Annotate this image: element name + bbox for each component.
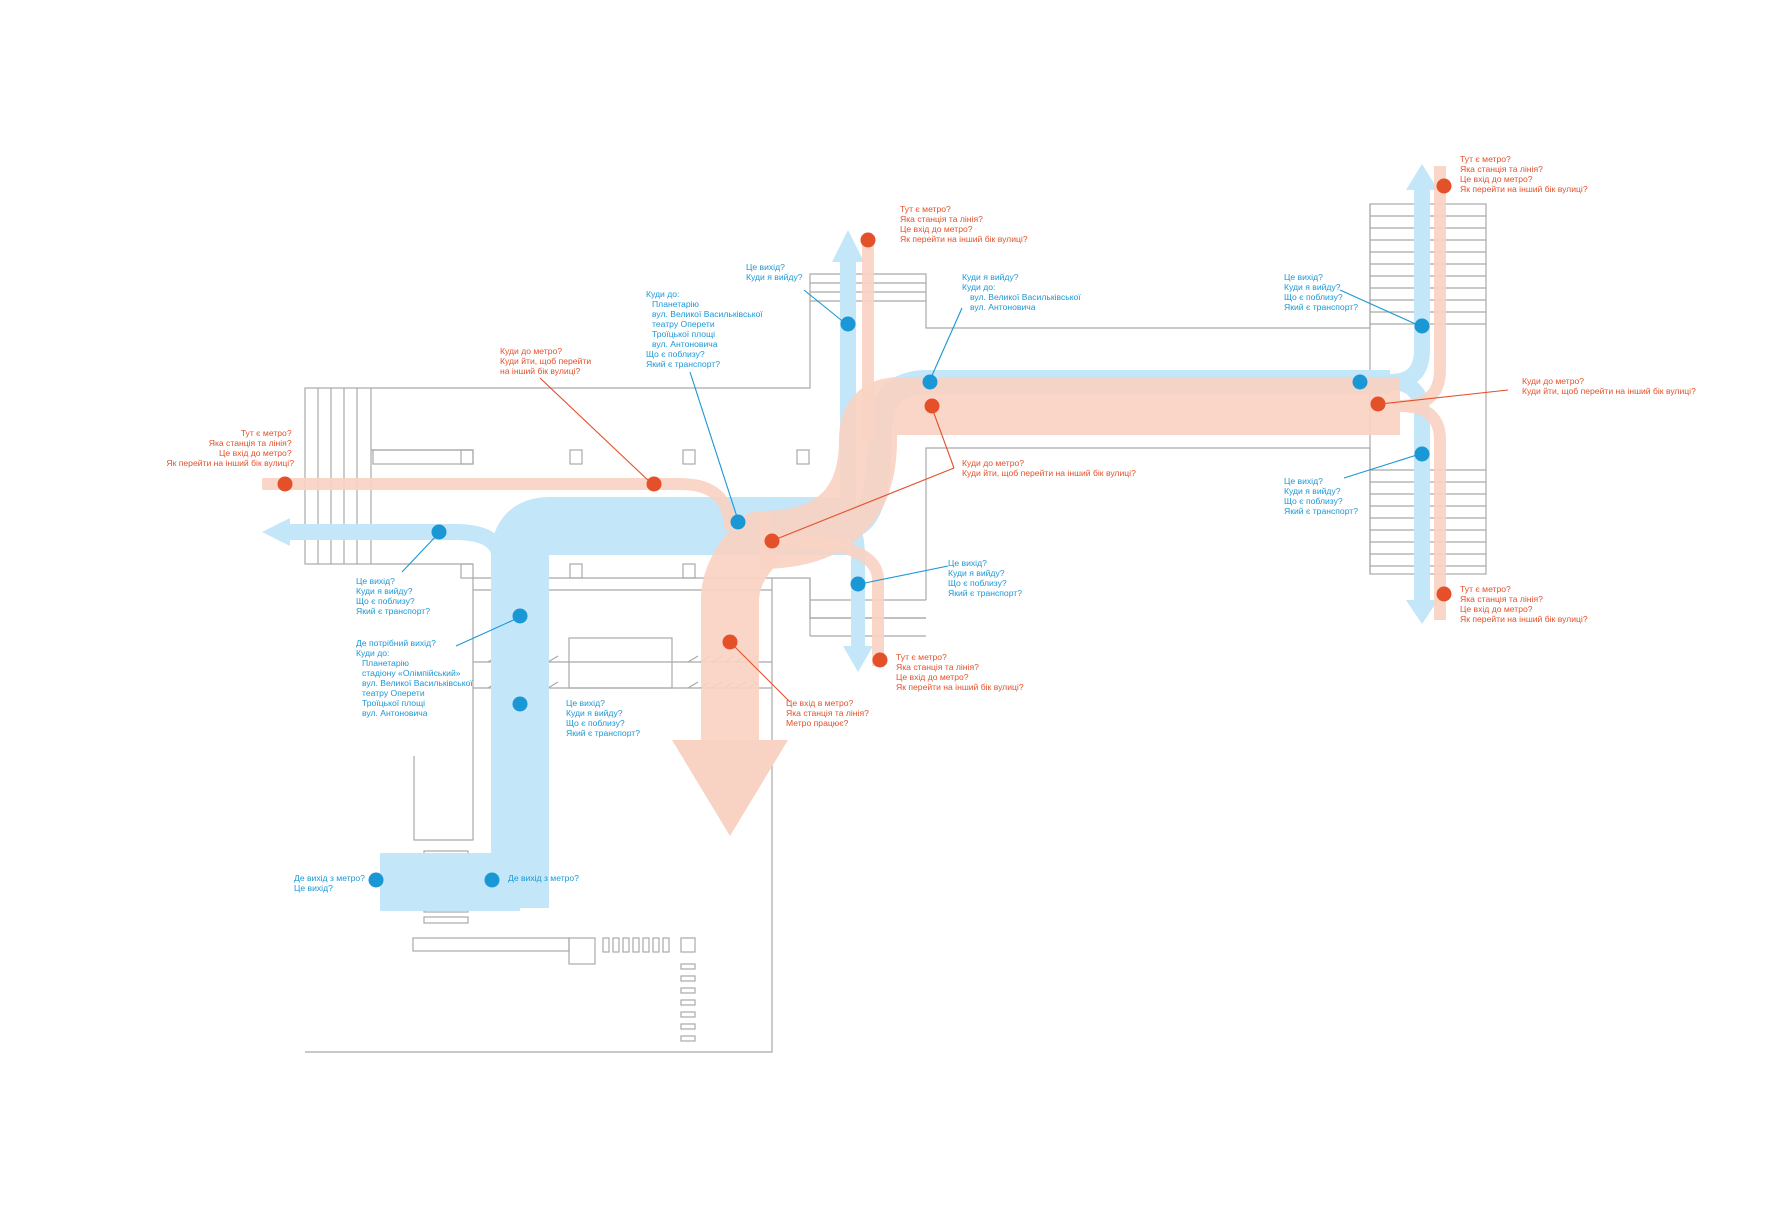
floor-plan bbox=[304, 203, 1487, 1053]
marker-dot-orange-kudy-left bbox=[646, 476, 662, 492]
marker-dot-blue-mid-right-exit bbox=[850, 576, 866, 592]
marker-dot-blue-center-exit bbox=[512, 696, 528, 712]
callout-bottom-right: Тут є метро? Яка станція та лінія? Це вх… bbox=[1460, 584, 1588, 624]
entry-question-markers bbox=[277, 178, 1509, 703]
exit-question-markers bbox=[368, 289, 1430, 888]
marker-dot-blue-right-upper bbox=[1414, 318, 1430, 334]
callout-kudy-do-left: Куди до: Планетарію вул. Великої Васильк… bbox=[646, 289, 765, 369]
callout-labels: Це вихід? Куди я вийду? Куди до: Планета… bbox=[166, 154, 1696, 893]
callout-top-exit: Це вихід? Куди я вийду? bbox=[746, 262, 803, 282]
callout-left-entry: Тут є метро? Яка станція та лінія? Це вх… bbox=[166, 428, 294, 468]
marker-dot-orange-kudy-right bbox=[1370, 396, 1386, 412]
callout-kudy-metro-left: Куди до метро? Куди йти, щоб перейти на … bbox=[500, 346, 594, 376]
callout-kudy-metro-center: Куди до метро? Куди йти, щоб перейти на … bbox=[962, 458, 1136, 478]
marker-dot-blue-right-lower bbox=[1414, 446, 1430, 462]
callout-metro-exit-left: Де вихід з метро? Це вихід? bbox=[294, 873, 367, 893]
marker-dot-orange-metro-works bbox=[722, 634, 738, 650]
marker-dot-orange-top-center bbox=[860, 232, 876, 248]
marker-dot-orange-center bbox=[764, 533, 780, 549]
callout-left-exit: Це вихід? Куди я вийду? Що є поблизу? Як… bbox=[356, 576, 430, 616]
callout-metro-exit-right: Де вихід з метро? bbox=[508, 873, 579, 883]
callout-center-exit: Це вихід? Куди я вийду? Що є поблизу? Як… bbox=[566, 698, 640, 738]
marker-dot-orange-left-entry bbox=[277, 476, 293, 492]
marker-dot-blue-top-exit bbox=[840, 316, 856, 332]
marker-dot-blue-corridor bbox=[922, 374, 938, 390]
marker-dot-orange-bottom-center bbox=[872, 652, 888, 668]
callout-top-center: Тут є метро? Яка станція та лінія? Це вх… bbox=[900, 204, 1028, 244]
callout-right-upper: Це вихід? Куди я вийду? Що є поблизу? Як… bbox=[1284, 272, 1358, 312]
marker-dot-orange-top-right bbox=[1436, 178, 1452, 194]
marker-dot-blue-corridor-right bbox=[1352, 374, 1368, 390]
marker-dot-orange-corridor bbox=[924, 398, 940, 414]
marker-dot-blue-left-exit bbox=[431, 524, 447, 540]
marker-dot-orange-bottom-right bbox=[1436, 586, 1452, 602]
callout-top-right: Тут є метро? Яка станція та лінія? Це вх… bbox=[1460, 154, 1588, 194]
callout-needed-exit: Де потрібний вихід? Куди до: Планетарію … bbox=[356, 638, 475, 718]
callout-mid-right-exit: Це вихід? Куди я вийду? Що є поблизу? Як… bbox=[948, 558, 1022, 598]
entry-flows-orange bbox=[262, 166, 1446, 836]
marker-dot-blue-needed-exit bbox=[512, 608, 528, 624]
callout-kudy-metro-right: Куди до метро? Куди йти, щоб перейти на … bbox=[1522, 376, 1696, 396]
callout-bottom-center: Тут є метро? Яка станція та лінія? Це вх… bbox=[896, 652, 1024, 692]
marker-dot-blue-center bbox=[730, 514, 746, 530]
marker-dot-blue-metro-exit-left bbox=[368, 872, 384, 888]
callout-right-lower: Це вихід? Куди я вийду? Що є поблизу? Як… bbox=[1284, 476, 1358, 516]
marker-dot-blue-metro-exit-right bbox=[484, 872, 500, 888]
callout-metro-works: Це вхід в метро? Яка станція та лінія? М… bbox=[786, 698, 871, 728]
callout-kudy-do-right: Куди я вийду? Куди до: вул. Великої Васи… bbox=[962, 272, 1083, 312]
